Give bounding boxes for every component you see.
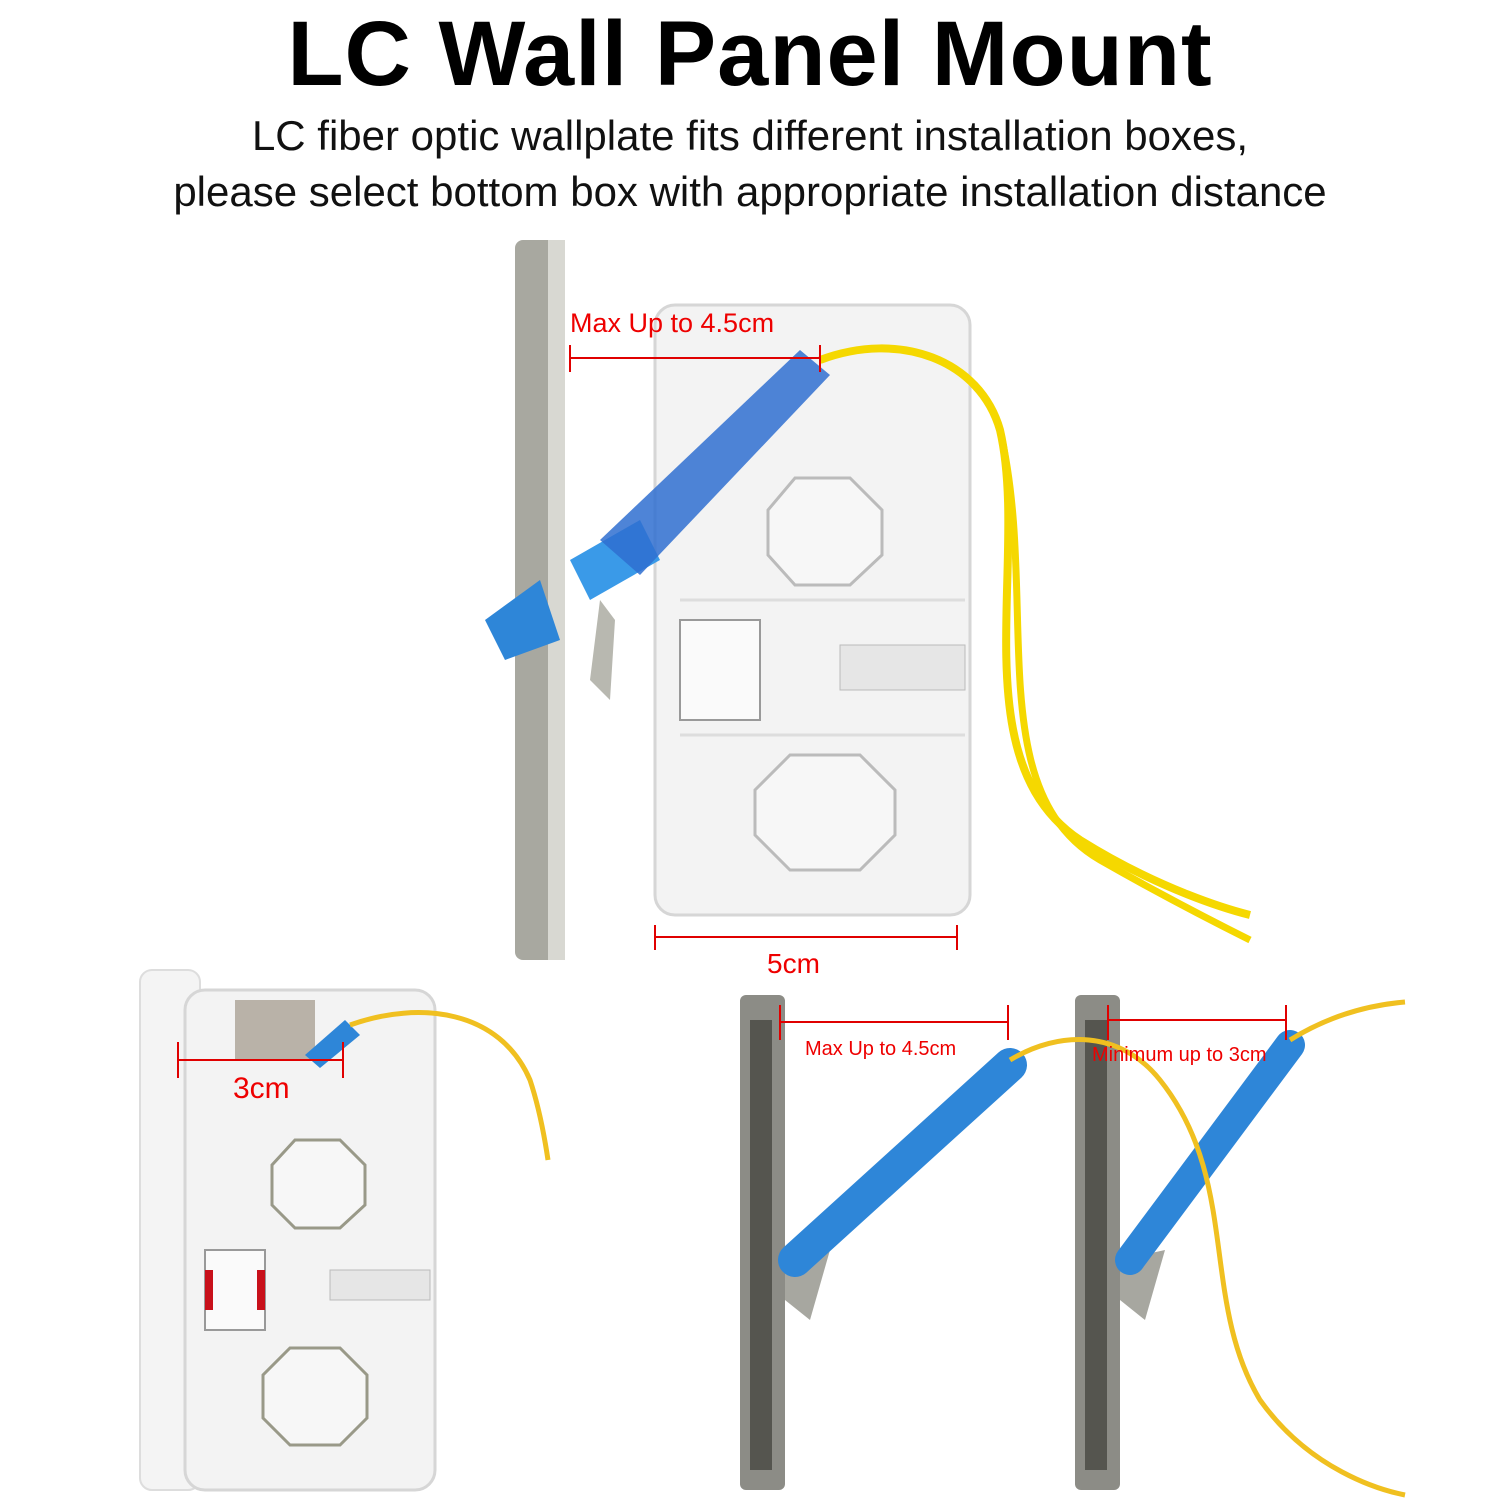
- right-wall-plate-1: [740, 995, 830, 1490]
- top-back-box: [653, 303, 972, 917]
- left-back-box: [139, 969, 437, 1492]
- top-connector: [485, 350, 830, 700]
- page-title: LC Wall Panel Mount: [287, 3, 1213, 105]
- top-fiber-cable: [818, 344, 1251, 919]
- right-wall-plate-2: [1075, 995, 1165, 1490]
- right-dimension-lines: [779, 1005, 1287, 1040]
- subtitle-line-1: LC fiber optic wallplate fits different …: [251, 112, 1249, 159]
- right-max-depth-label: Max Up to 4.5cm: [805, 1038, 957, 1060]
- left-depth-label: 3cm: [233, 1072, 290, 1105]
- right-connector-1: [778, 1048, 1027, 1277]
- top-max-depth-label: Max Up to 4.5cm: [570, 308, 775, 338]
- left-dimension-line: [177, 1042, 344, 1078]
- right-fiber-cable-2: [1288, 999, 1406, 1043]
- top-width-label: 5cm: [767, 948, 820, 979]
- left-fiber-cable: [349, 1010, 551, 1161]
- right-min-depth-label: Minimum up to 3cm: [1092, 1044, 1267, 1066]
- right-fiber-cable-1: [1008, 1037, 1406, 1498]
- subtitle-line-2: please select bottom box with appropriat…: [173, 168, 1327, 215]
- top-dimension-lines: [569, 345, 958, 950]
- left-connector: [305, 1020, 360, 1068]
- right-connector-2: [1115, 1030, 1305, 1275]
